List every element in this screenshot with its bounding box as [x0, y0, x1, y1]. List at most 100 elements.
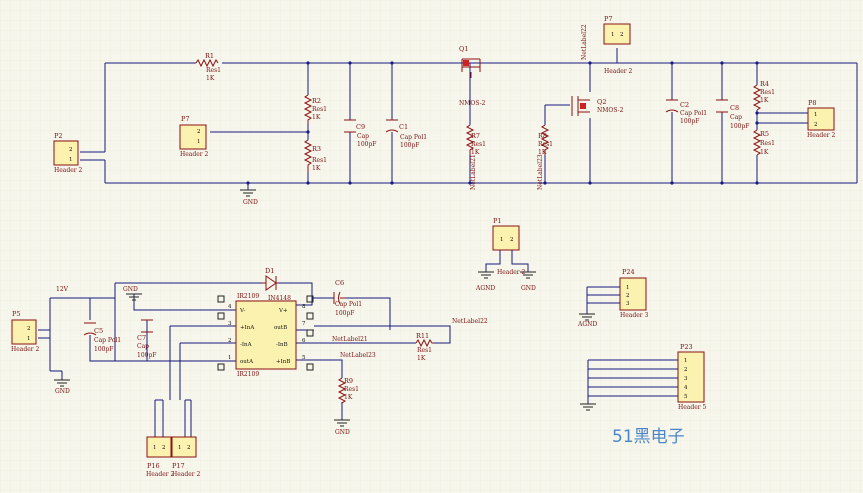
- svg-text:NMOS-2: NMOS-2: [459, 100, 486, 107]
- header-p7-left[interactable]: 2 1 P7 Header 2: [179, 115, 209, 158]
- header-p8[interactable]: 1 2 P8 Header 2: [807, 99, 836, 139]
- p24-wires: [586, 286, 620, 314]
- mosfet-q2[interactable]: Q2 NMOS-2: [571, 96, 624, 116]
- svg-text:100pF: 100pF: [400, 142, 419, 149]
- header-p24[interactable]: 1 2 3 P24 Header 3: [619, 268, 649, 319]
- net-label-21-bottom: NetLabel21: [332, 336, 368, 343]
- svg-text:5: 5: [684, 394, 688, 400]
- bottom-circuit-wires: [38, 282, 451, 437]
- svg-text:1: 1: [197, 139, 201, 145]
- svg-text:Header 2: Header 2: [807, 132, 836, 139]
- resistor-r9[interactable]: R9 Res1 1K: [337, 377, 359, 404]
- svg-text:R5: R5: [760, 130, 769, 138]
- svg-text:1: 1: [178, 445, 182, 451]
- svg-text:Cap: Cap: [730, 114, 742, 121]
- capacitor-c8[interactable]: C8 Cap 100pF: [716, 99, 749, 130]
- ic-ir2109[interactable]: IR2109 IR2109 V- +InA -InA outA 4 3 2 1 …: [217, 293, 314, 378]
- header-p5[interactable]: 2 1 P5 Header 2: [11, 310, 40, 353]
- svg-text:P17: P17: [172, 462, 185, 470]
- svg-text:100pF: 100pF: [137, 352, 156, 359]
- agnd-symbol-p24: AGND: [577, 313, 597, 328]
- resistor-r4[interactable]: R4 Res1 1K: [752, 80, 775, 111]
- svg-text:100pF: 100pF: [94, 346, 113, 353]
- diode-d1[interactable]: D1 IN4148: [262, 267, 291, 302]
- svg-text:R11: R11: [416, 332, 429, 340]
- svg-text:1: 1: [814, 112, 818, 118]
- svg-text:1K: 1K: [417, 355, 426, 362]
- svg-text:Cap Pol1: Cap Pol1: [680, 110, 707, 117]
- header-p16[interactable]: 1 2 P16 Header 2: [146, 436, 175, 478]
- svg-text:Header 2: Header 2: [604, 68, 633, 75]
- svg-text:Res1: Res1: [760, 89, 775, 96]
- top-circuit-wires: [80, 48, 858, 190]
- svg-text:2: 2: [620, 32, 624, 38]
- svg-text:Res1: Res1: [312, 157, 327, 164]
- capacitor-c9[interactable]: C9 Cap 100pF: [344, 119, 376, 148]
- svg-text:R3: R3: [312, 145, 321, 153]
- svg-text:Cap Pol1: Cap Pol1: [400, 134, 427, 141]
- resistor-r11[interactable]: R11 Res1 1K: [415, 332, 434, 362]
- svg-text:P16: P16: [147, 462, 160, 470]
- svg-text:P7: P7: [181, 115, 190, 123]
- resistor-r1[interactable]: R1 Res1 1K: [195, 52, 221, 82]
- junction-dots: [246, 61, 759, 185]
- svg-text:C5: C5: [94, 327, 103, 335]
- capacitor-c5[interactable]: C5 Cap Pol1 100pF: [83, 322, 121, 353]
- svg-text:NMOS-2: NMOS-2: [597, 107, 624, 114]
- svg-text:Res1: Res1: [206, 67, 221, 74]
- net-label-21-q1: NetLabel21: [470, 154, 477, 190]
- net-label-22-bottom: NetLabel22: [452, 318, 488, 325]
- svg-text:Header 2: Header 2: [497, 269, 526, 276]
- capacitor-c1[interactable]: C1 Cap Pol1 100pF: [385, 119, 427, 149]
- svg-text:2: 2: [197, 129, 201, 135]
- resistor-r5[interactable]: R5 Res1 1K: [752, 129, 775, 156]
- svg-text:1K: 1K: [312, 114, 321, 121]
- svg-text:-InA: -InA: [240, 342, 253, 348]
- svg-text:P24: P24: [622, 268, 635, 276]
- capacitor-c6[interactable]: C6 Cap Pol1 100pF: [333, 279, 362, 317]
- svg-text:Res1: Res1: [344, 386, 359, 393]
- svg-text:Cap: Cap: [137, 343, 149, 350]
- svg-text:Q1: Q1: [459, 45, 468, 53]
- svg-text:100pF: 100pF: [335, 310, 354, 317]
- capacitor-c7[interactable]: C7 Cap 100pF: [137, 319, 156, 359]
- header-p1[interactable]: 1 2 P1 Header 2: [492, 217, 526, 276]
- svg-text:Cap: Cap: [357, 133, 369, 140]
- svg-text:GND: GND: [521, 285, 536, 292]
- p23-wires: [587, 359, 678, 404]
- resistor-r2[interactable]: R2 Res1 1K: [303, 94, 327, 124]
- resistor-r7[interactable]: R7 Res1 1K: [465, 124, 486, 156]
- net-label-22-top: NetLabel22: [581, 24, 588, 60]
- svg-text:Header 2: Header 2: [180, 151, 209, 158]
- svg-text:2: 2: [187, 445, 191, 451]
- header-p2[interactable]: 2 1 P2 Header 2: [53, 132, 83, 174]
- resistor-r8[interactable]: R8 Res1 1K: [538, 124, 553, 156]
- mosfet-q1[interactable]: Q1 NMOS-2: [459, 45, 486, 107]
- svg-text:AGND: AGND: [475, 285, 495, 292]
- svg-text:1: 1: [684, 358, 688, 364]
- svg-text:GND: GND: [55, 388, 70, 395]
- svg-text:R1: R1: [205, 52, 214, 60]
- resistor-r3[interactable]: R3 Res1 1K: [303, 139, 327, 172]
- svg-text:2: 2: [684, 367, 688, 373]
- svg-text:Cap Pol1: Cap Pol1: [335, 301, 362, 308]
- header-p23[interactable]: 1 2 3 4 5 P23 Header 5: [677, 343, 707, 411]
- capacitor-c2[interactable]: C2 Cap Pol1 100pF: [665, 99, 707, 125]
- svg-text:3: 3: [626, 301, 630, 307]
- svg-text:Res1: Res1: [312, 106, 327, 113]
- svg-text:1K: 1K: [206, 75, 215, 82]
- svg-text:1: 1: [27, 336, 31, 342]
- svg-text:1: 1: [228, 355, 232, 361]
- svg-text:8: 8: [302, 304, 306, 310]
- header-p7-top[interactable]: 1 2 P7 Header 2: [603, 15, 633, 75]
- svg-text:2: 2: [69, 147, 73, 153]
- svg-text:Cap Pol1: Cap Pol1: [94, 337, 121, 344]
- svg-text:100pF: 100pF: [357, 141, 376, 148]
- svg-text:R7: R7: [471, 132, 480, 140]
- svg-text:2: 2: [814, 122, 818, 128]
- header-p17[interactable]: 1 2 P17 Header 2: [171, 436, 201, 478]
- svg-text:1: 1: [153, 445, 157, 451]
- svg-text:2: 2: [228, 338, 232, 344]
